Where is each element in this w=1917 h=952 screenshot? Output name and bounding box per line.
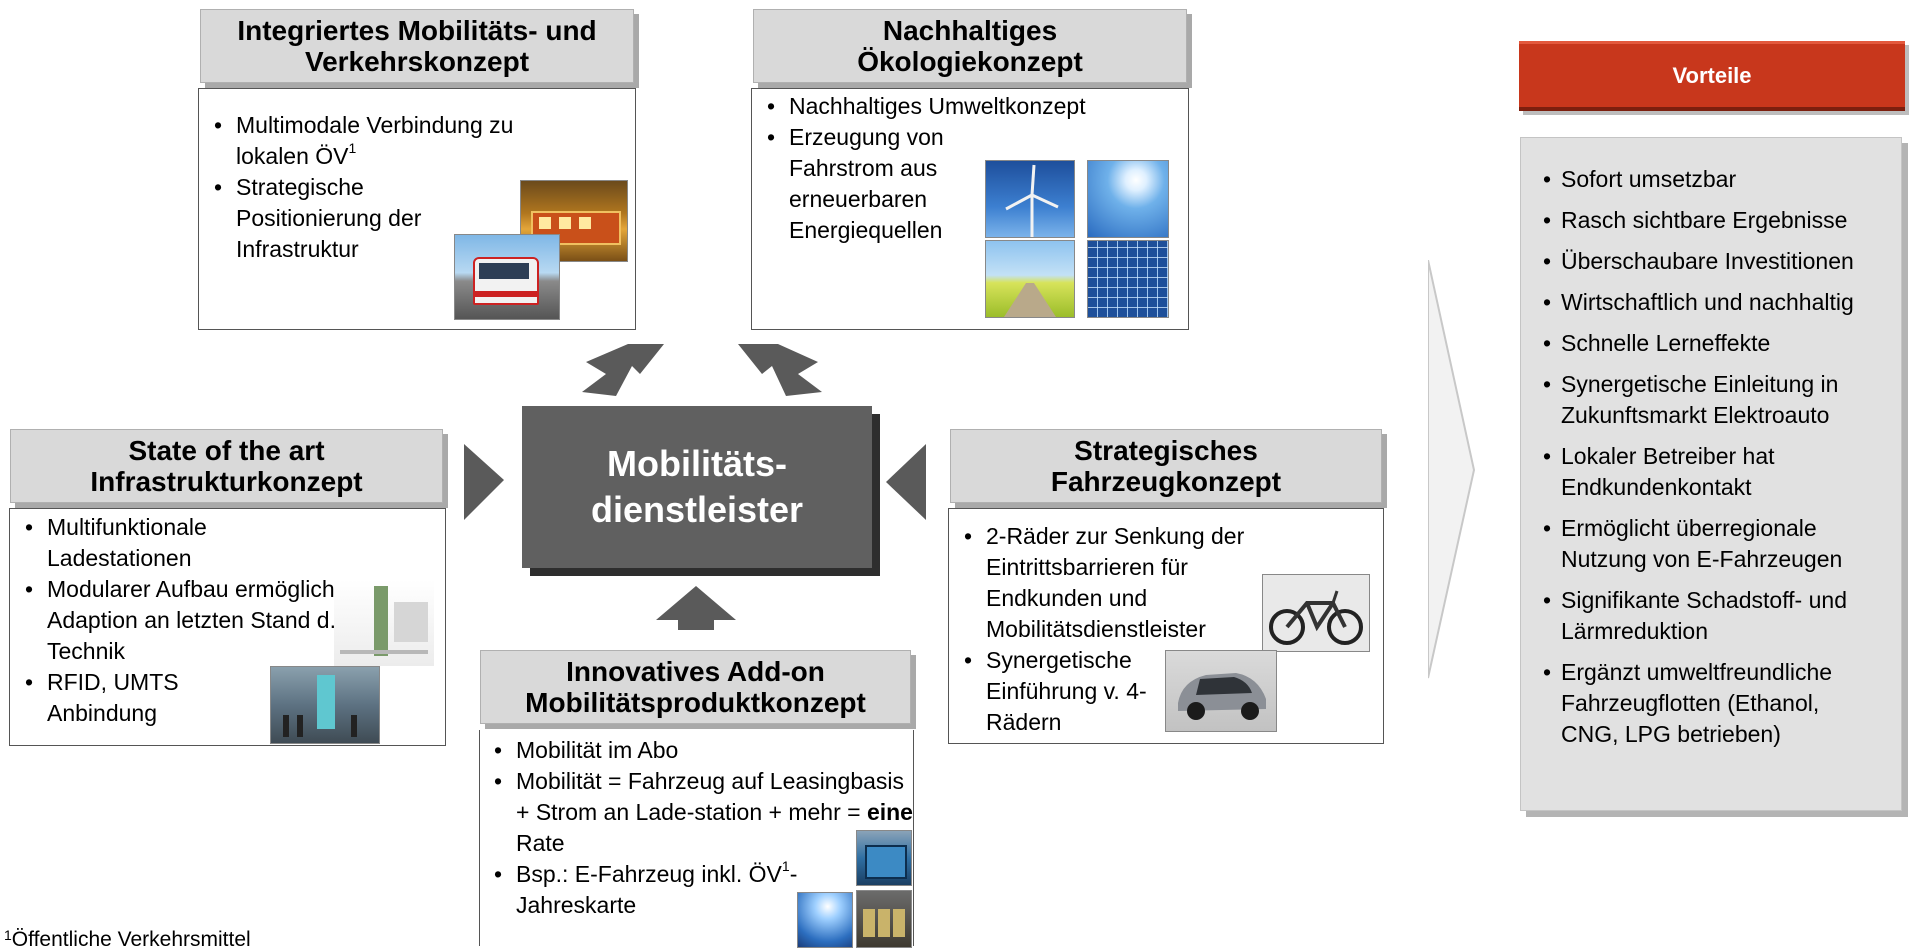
list-item: Multifunktionale Ladestationen bbox=[19, 512, 247, 574]
footnote-marker: 1 bbox=[4, 927, 12, 943]
vehicle-title-line2: Fahrzeugkonzept bbox=[1050, 466, 1282, 497]
ecology-bullet-list: Nachhaltiges Umweltkonzept Erzeugung von… bbox=[761, 91, 1181, 246]
addon-concept-title: Innovatives Add-on Mobilitätsproduktkonz… bbox=[480, 650, 911, 724]
list-item: Mobilität im Abo bbox=[488, 735, 908, 766]
vehicle-bullet-list: 2-Räder zur Senkung der Eintrittsbarrier… bbox=[958, 521, 1298, 738]
arrow-from-ecology-concept bbox=[738, 344, 822, 396]
list-item: Strategische Positionierung der Infrastr… bbox=[208, 172, 476, 265]
list-item: 2-Räder zur Senkung der Eintrittsbarrier… bbox=[958, 521, 1286, 645]
arrow-from-addon-concept bbox=[656, 586, 736, 630]
vorteile-box: Sofort umsetzbar Rasch sichtbare Ergebni… bbox=[1520, 137, 1902, 811]
mobility-title-line1: Integriertes Mobilitäts- und bbox=[237, 15, 597, 46]
solar-sky-photo bbox=[797, 892, 853, 948]
small-car-photo bbox=[1165, 650, 1277, 732]
center-title-line1: Mobilitäts- bbox=[607, 443, 787, 484]
arrow-from-vehicle-concept bbox=[886, 444, 926, 520]
infrastructure-title-line1: State of the art bbox=[128, 435, 325, 466]
charging-device-photo bbox=[856, 830, 912, 886]
battery-pack-photo bbox=[856, 890, 912, 948]
infrastructure-concept-title: State of the art Infrastrukturkonzept bbox=[10, 429, 443, 503]
e-bike-photo bbox=[1262, 574, 1370, 652]
vorteile-list: Sofort umsetzbar Rasch sichtbare Ergebni… bbox=[1539, 164, 1889, 760]
list-item: Ergänzt umweltfreundliche Fahrzeugflotte… bbox=[1539, 657, 1861, 750]
list-item: Nachhaltiges Umweltkonzept bbox=[761, 91, 1181, 122]
list-item: Multimodale Verbindung zu lokalen ÖV1 bbox=[208, 110, 578, 172]
list-item: Sofort umsetzbar bbox=[1539, 164, 1889, 195]
list-item: Erzeugung von Fahrstrom aus erneuerbaren… bbox=[761, 122, 959, 246]
arrow-from-mobility-concept bbox=[582, 344, 664, 396]
charging-station-photo bbox=[334, 580, 434, 666]
city-bus-photo bbox=[454, 234, 560, 320]
mobility-title-line2: Verkehrskonzept bbox=[304, 46, 530, 77]
chevron-right-icon bbox=[1428, 260, 1476, 679]
mobility-concept-title: Integriertes Mobilitäts- und Verkehrskon… bbox=[200, 9, 634, 83]
list-item: Signifikante Schadstoff- und Lärmredukti… bbox=[1539, 585, 1901, 647]
addon-title-line2: Mobilitätsproduktkonzept bbox=[525, 687, 866, 718]
mobility-bullet-list: Multimodale Verbindung zu lokalen ÖV1 St… bbox=[208, 110, 578, 265]
list-item: Wirtschaftlich und nachhaltig bbox=[1539, 287, 1889, 318]
list-item: Rasch sichtbare Ergebnisse bbox=[1539, 205, 1889, 236]
charging-terminal-photo bbox=[270, 666, 380, 744]
arrow-from-infrastructure-concept bbox=[464, 444, 504, 520]
field-road-photo bbox=[985, 240, 1075, 318]
ecology-title-line2: Ökologiekonzept bbox=[857, 46, 1083, 77]
vehicle-concept-title: Strategisches Fahrzeugkonzept bbox=[950, 429, 1382, 503]
infrastructure-title-line2: Infrastrukturkonzept bbox=[90, 466, 363, 497]
list-item: Mobilität = Fahrzeug auf Leasingbasis + … bbox=[488, 766, 916, 859]
list-item: Lokaler Betreiber hat Endkundenkontakt bbox=[1539, 441, 1861, 503]
wind-turbine-photo bbox=[985, 160, 1075, 238]
list-item: Bsp.: E-Fahrzeug inkl. ÖV1-Jahreskarte bbox=[488, 859, 816, 921]
list-item: Modularer Aufbau ermöglicht Adaption an … bbox=[19, 574, 352, 667]
list-item: Ermöglicht überregionale Nutzung von E-F… bbox=[1539, 513, 1881, 575]
list-item: Schnelle Lerneffekte bbox=[1539, 328, 1889, 359]
center-title-line2: dienstleister bbox=[590, 489, 804, 530]
center-mobility-service-provider: Mobilitäts- dienstleister bbox=[522, 406, 872, 568]
vehicle-title-line1: Strategisches bbox=[1074, 435, 1258, 466]
list-item: Überschaubare Investitionen bbox=[1539, 246, 1889, 277]
list-item: RFID, UMTS Anbindung bbox=[19, 667, 247, 729]
ecology-concept-title: Nachhaltiges Ökologiekonzept bbox=[753, 9, 1187, 83]
addon-title-line1: Innovatives Add-on bbox=[566, 656, 825, 687]
footnote-text: Öffentliche Verkehrsmittel bbox=[11, 928, 251, 951]
footnote: 1Öffentliche Verkehrsmittel bbox=[4, 928, 424, 952]
list-item: Synergetische Einführung v. 4-Rädern bbox=[958, 645, 1181, 738]
sun-sky-photo bbox=[1087, 160, 1169, 238]
ecology-title-line1: Nachhaltiges bbox=[882, 15, 1058, 46]
vorteile-header: Vorteile bbox=[1519, 41, 1905, 111]
addon-bullet-list: Mobilität im Abo Mobilität = Fahrzeug au… bbox=[488, 735, 913, 921]
solar-panel-photo bbox=[1087, 240, 1169, 318]
infrastructure-bullet-list: Multifunktionale Ladestationen Modularer… bbox=[19, 512, 349, 729]
vorteile-title: Vorteile bbox=[1672, 62, 1752, 88]
list-item: Synergetische Einleitung in Zukunftsmark… bbox=[1539, 369, 1851, 431]
